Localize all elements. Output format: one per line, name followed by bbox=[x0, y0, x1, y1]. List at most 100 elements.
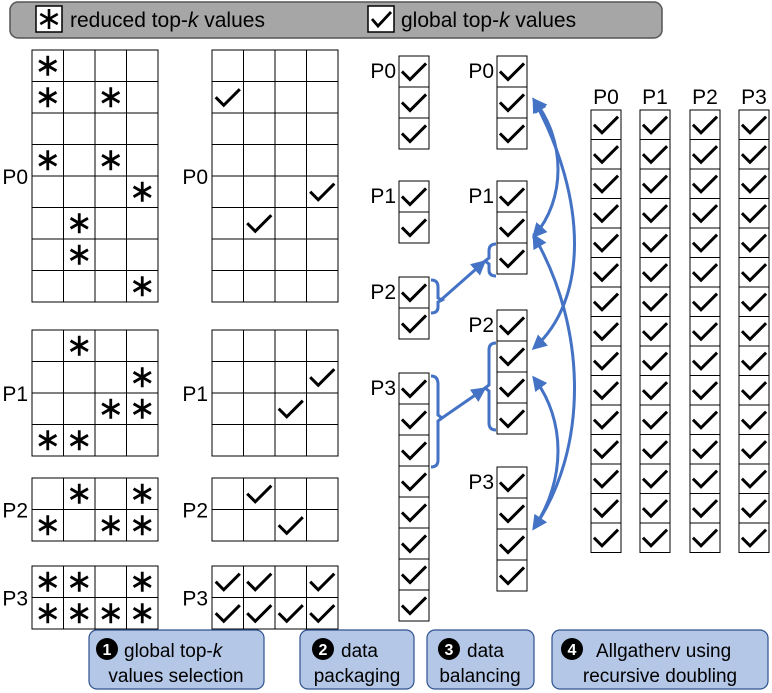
reduced-grid-p3: P3 bbox=[2, 565, 159, 630]
process-label: P2 bbox=[468, 314, 494, 337]
brace-p2-packaging bbox=[430, 278, 446, 315]
asterisk-icon bbox=[38, 430, 58, 451]
legend-star-label: reduced top-k values bbox=[70, 9, 265, 32]
checkmark-icon bbox=[691, 233, 719, 253]
process-label: P2 bbox=[370, 281, 396, 304]
process-label: P2 bbox=[692, 86, 718, 109]
checkmark-icon bbox=[592, 469, 620, 489]
grid-cell bbox=[31, 175, 64, 208]
checkmark-icon bbox=[400, 534, 428, 554]
checkmark-icon bbox=[498, 378, 526, 398]
checkmark-icon bbox=[498, 218, 526, 238]
checkmark-icon bbox=[740, 233, 768, 253]
balancing-p0: P0 bbox=[468, 55, 528, 150]
grid-cell bbox=[94, 424, 127, 457]
grid-cell bbox=[274, 81, 307, 114]
checkmark-icon bbox=[592, 410, 620, 430]
checkmark-icon bbox=[498, 62, 526, 82]
checkmark-icon bbox=[400, 410, 428, 430]
grid-cell bbox=[31, 112, 64, 145]
checkmark-icon bbox=[641, 145, 669, 165]
checkmark-icon bbox=[691, 322, 719, 342]
grid-cell bbox=[243, 144, 276, 177]
grid-cell bbox=[243, 112, 276, 145]
checkmark-icon bbox=[691, 292, 719, 312]
grid-cell bbox=[243, 392, 276, 425]
grid-cell bbox=[63, 49, 96, 82]
checkmark-icon bbox=[246, 604, 273, 624]
asterisk-icon bbox=[69, 571, 89, 592]
grid-cell bbox=[94, 112, 127, 145]
checkmark-icon bbox=[641, 233, 669, 253]
checkmark-icon bbox=[214, 88, 241, 108]
checkmark-icon bbox=[400, 441, 428, 461]
checkmark-icon bbox=[592, 440, 620, 460]
checkmark-icon bbox=[246, 214, 273, 234]
exchange-p1-p3 bbox=[532, 233, 576, 531]
step-subtitle: balancing bbox=[439, 666, 520, 687]
gathered-cell bbox=[590, 375, 622, 406]
grid-cell bbox=[211, 270, 244, 303]
checkmark-icon bbox=[498, 347, 526, 367]
checkmark-icon bbox=[740, 204, 768, 224]
grid-cell bbox=[63, 144, 96, 177]
grid-cell bbox=[126, 144, 159, 177]
asterisk-icon bbox=[101, 398, 121, 419]
grid-cell bbox=[211, 392, 244, 425]
grid-cell bbox=[274, 207, 307, 240]
grid-cell bbox=[274, 112, 307, 145]
grid-cell bbox=[274, 175, 307, 208]
balanced-cell bbox=[496, 55, 528, 88]
grid-cell bbox=[274, 361, 307, 394]
asterisk-icon bbox=[101, 603, 121, 624]
process-label: P0 bbox=[468, 60, 494, 83]
global-grid-p3: P3 bbox=[182, 565, 339, 630]
checkmark-icon bbox=[641, 204, 669, 224]
grid-cell bbox=[243, 270, 276, 303]
checkmark-icon bbox=[641, 499, 669, 519]
checkmark-icon bbox=[400, 93, 428, 113]
exchange-p0-p1 bbox=[532, 97, 560, 239]
asterisk-icon bbox=[132, 515, 152, 536]
checkmark-icon bbox=[691, 115, 719, 135]
checkmark-icon bbox=[740, 410, 768, 430]
process-label: P0 bbox=[593, 86, 619, 109]
grid-cell bbox=[126, 112, 159, 145]
checkmark-icon bbox=[592, 174, 620, 194]
checkmark-icon bbox=[691, 469, 719, 489]
checkmark-icon bbox=[498, 249, 526, 269]
checkmark-icon bbox=[309, 182, 336, 202]
grid-cell bbox=[94, 49, 127, 82]
step-4: 4 Allgatherv using recursive doubling bbox=[551, 629, 769, 690]
grid-cell bbox=[306, 144, 339, 177]
checkmark-icon bbox=[641, 292, 669, 312]
step-title: Allgatherv using bbox=[596, 641, 731, 662]
process-label: P1 bbox=[468, 185, 494, 208]
grid-cell bbox=[211, 49, 244, 82]
checkmark-icon bbox=[592, 292, 620, 312]
legend: reduced top-k values global top-k values bbox=[9, 1, 663, 39]
checkmark-icon bbox=[592, 115, 620, 135]
step-1: 1 global top-k values selection bbox=[88, 629, 265, 690]
grid-cell bbox=[63, 81, 96, 114]
grid-cell bbox=[306, 207, 339, 240]
arrow-p3-to-p2 bbox=[441, 387, 487, 420]
grid-cell bbox=[126, 238, 159, 271]
checkmark-icon bbox=[592, 351, 620, 371]
balanced-cell bbox=[496, 340, 528, 373]
step-2: 2 data packaging bbox=[299, 629, 415, 690]
checkmark-icon bbox=[277, 604, 304, 624]
checkmark-icon bbox=[214, 604, 241, 624]
legend-box bbox=[9, 1, 663, 39]
grid-cell bbox=[126, 207, 159, 240]
checkmark-icon bbox=[498, 535, 526, 555]
allgather-p1: P1 bbox=[639, 86, 671, 553]
asterisk-icon bbox=[69, 244, 89, 265]
asterisk-icon bbox=[69, 603, 89, 624]
checkmark-icon bbox=[691, 440, 719, 460]
checkmark-icon bbox=[498, 504, 526, 524]
step-number: 1 bbox=[103, 642, 112, 659]
process-label: P3 bbox=[468, 471, 494, 494]
